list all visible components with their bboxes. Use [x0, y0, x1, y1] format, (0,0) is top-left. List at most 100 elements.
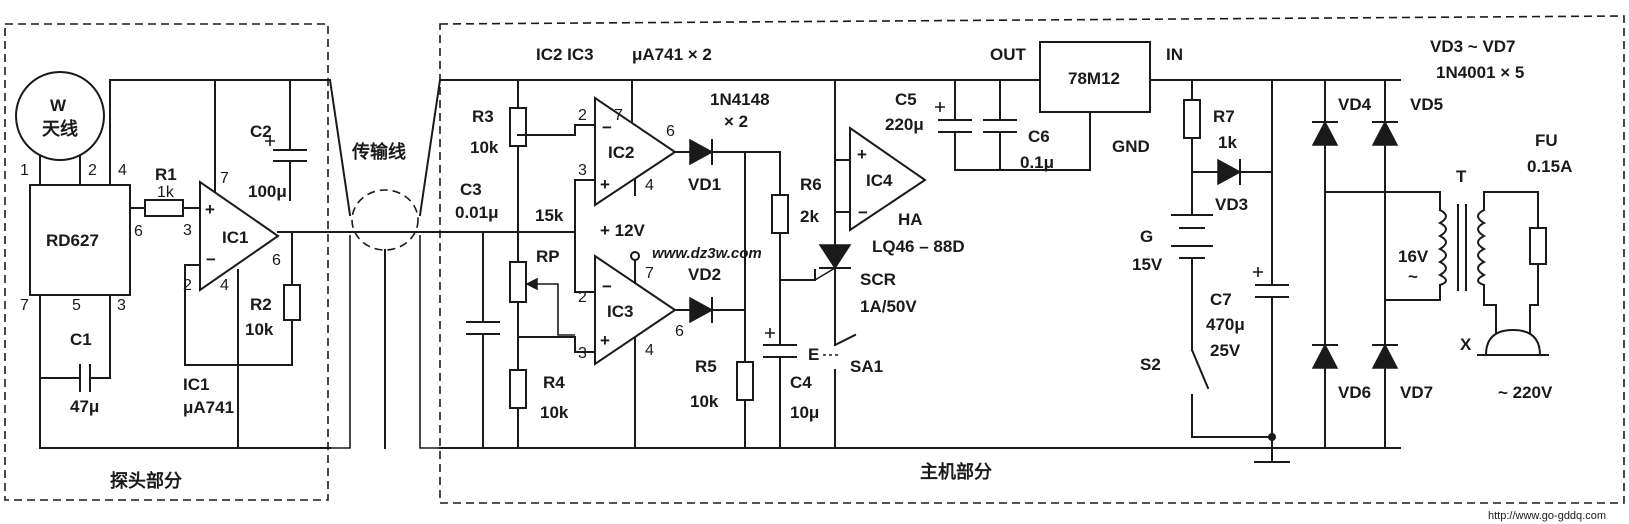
scr-thyristor [814, 244, 852, 281]
c2-capacitor [265, 136, 307, 201]
c3-label: C3 [460, 180, 482, 199]
watermark-text: www.dz3w.com [652, 245, 762, 262]
source-url: http://www.go-gddq.com [1488, 510, 1606, 522]
ic1-pin6: 6 [272, 252, 281, 269]
r7-value: 1k [1218, 133, 1237, 152]
ic2-pin7: 7 [614, 107, 623, 124]
c7-value: 470μ [1206, 315, 1245, 334]
rp-potentiometer[interactable] [509, 261, 527, 303]
scr-label: SCR [860, 270, 896, 289]
r4-resistor [509, 369, 527, 409]
ic1-pin4: 4 [220, 277, 229, 294]
r2-label: R2 [250, 295, 272, 314]
ic1-opamp [199, 180, 280, 292]
c1-label: C1 [70, 330, 92, 349]
vd1-diode [689, 138, 714, 166]
c7-capacitor [1253, 267, 1289, 298]
ground-node [1268, 433, 1276, 441]
fuse-fu [1529, 227, 1547, 265]
vd7-diode [1371, 343, 1399, 369]
c7-voltage: 25V [1210, 341, 1241, 360]
r1-label: R1 [155, 165, 177, 184]
r7-resistor [1183, 99, 1201, 139]
vd1-label: VD1 [688, 175, 721, 194]
vd7-label: VD7 [1400, 383, 1433, 402]
r3-label: R3 [472, 107, 494, 126]
primary-top [1483, 191, 1539, 229]
r5-label: R5 [695, 357, 717, 376]
vd6-diode [1311, 343, 1339, 369]
antenna: W 天线 [15, 71, 105, 161]
ic3-label: IC3 [607, 302, 633, 321]
vd2-label: VD2 [688, 265, 721, 284]
ref-high-line [517, 124, 596, 136]
ic2-label: IC2 [608, 143, 634, 162]
rd627-pin2: 2 [88, 162, 97, 179]
sa1-switch[interactable] [820, 333, 857, 449]
sa1-label: SA1 [850, 357, 883, 376]
ic3-v-terminal [630, 251, 640, 261]
fuse-label: FU [1535, 131, 1558, 150]
ic1-minus: − [206, 250, 216, 269]
r6-value: 2k [800, 207, 819, 226]
rd627-pin6: 6 [134, 223, 143, 240]
vd6-label: VD6 [1338, 383, 1371, 402]
rd627-label: RD627 [46, 231, 99, 250]
r5-resistor [736, 361, 754, 401]
ic2-plus: + [600, 175, 610, 194]
c3-value: 0.01μ [455, 203, 499, 222]
rd627-pin5: 5 [72, 297, 81, 314]
r7-label: R7 [1213, 107, 1235, 126]
rp-wiper-arrow [525, 277, 538, 291]
diode-or-bus [744, 151, 781, 196]
transformer-label: T [1456, 167, 1467, 186]
fuse-value: 0.15A [1527, 157, 1572, 176]
antenna-name-label: 天线 [42, 118, 78, 139]
vd5-diode [1371, 120, 1399, 146]
r1-resistor [144, 199, 184, 217]
diode-count-label: × 2 [724, 112, 748, 131]
ic1-feedback [184, 264, 293, 366]
ic3-plus: + [600, 331, 610, 350]
vd4-label: VD4 [1338, 95, 1372, 114]
ic3-pin4: 4 [645, 342, 654, 359]
ha-value: LQ46 – 88D [872, 237, 965, 256]
vd3-diode [1217, 158, 1242, 186]
vd2-diode [689, 296, 714, 324]
ref-low-line [517, 336, 596, 353]
r2-resistor [283, 284, 301, 321]
vd4-diode [1311, 120, 1339, 146]
primary-bottom [1483, 284, 1497, 306]
cable-bottom-left [330, 235, 351, 449]
c2-value: 100μ [248, 182, 287, 201]
ic3-pin7: 7 [645, 265, 654, 282]
r4-label: R4 [543, 373, 565, 392]
regulator-label: 78M12 [1068, 69, 1120, 88]
s2-switch[interactable] [1190, 348, 1210, 438]
r3-resistor [509, 107, 527, 147]
probe-top-rail [109, 79, 331, 186]
probe-section-border [4, 23, 329, 501]
rd627-pin1: 1 [20, 162, 29, 179]
r5-value: 10k [690, 392, 719, 411]
vd5-label: VD5 [1410, 95, 1443, 114]
transformer-sec-top [1324, 191, 1441, 211]
rd627-pin7: 7 [20, 297, 29, 314]
ic1-pin7: 7 [220, 170, 229, 187]
host-section-label: 主机部分 [920, 461, 992, 482]
c6-capacitor [983, 119, 1017, 133]
battery-value: 15V [1132, 255, 1163, 274]
ic1-pin2: 2 [183, 277, 192, 294]
battery-label: G [1140, 227, 1153, 246]
s2-label: S2 [1140, 355, 1161, 374]
ic23-label: IC2 IC3 [536, 45, 594, 64]
r2-value: 10k [245, 320, 274, 339]
ic4-label: IC4 [866, 171, 893, 190]
c6-label: C6 [1028, 127, 1050, 146]
ic1-name: IC1 [183, 375, 209, 394]
ha-label: HA [898, 210, 923, 229]
transformer-t [1437, 204, 1487, 291]
ic23-type: μA741 × 2 [632, 45, 712, 64]
ic3-pin6: 6 [675, 323, 684, 340]
regulator-78m12 [1039, 41, 1151, 113]
